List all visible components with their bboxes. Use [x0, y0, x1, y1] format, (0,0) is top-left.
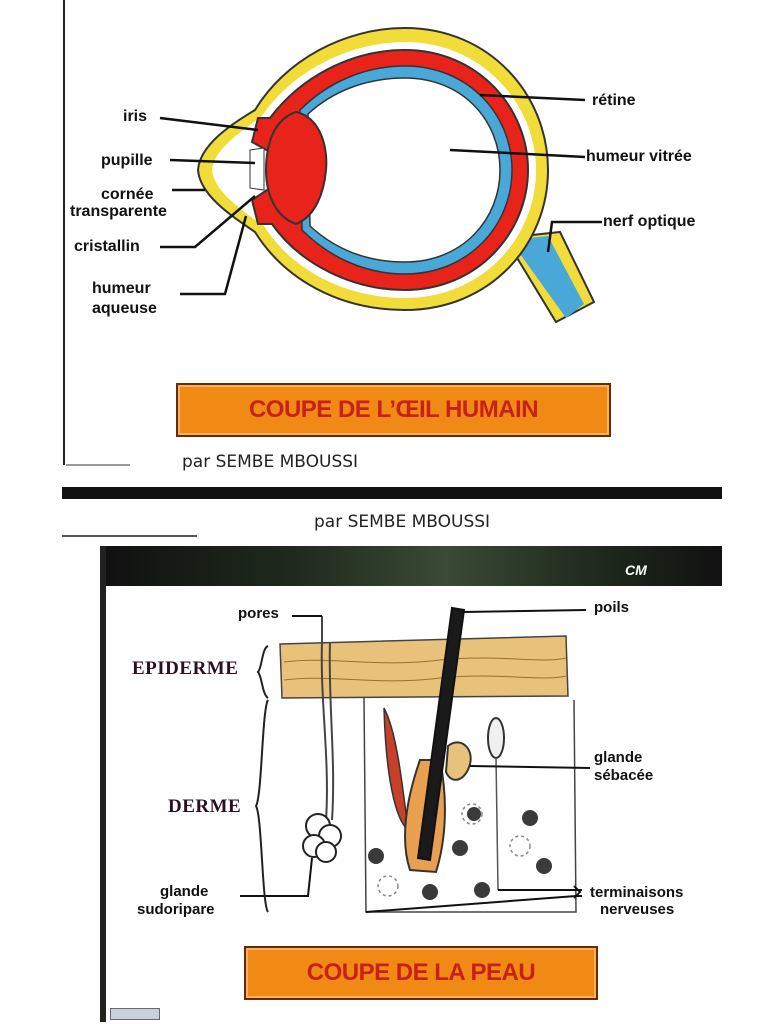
layer-epiderme: EPIDERME — [132, 658, 239, 679]
optic-nerve-blue — [510, 236, 584, 318]
label-poils: poils — [594, 599, 630, 616]
sweat-gland — [302, 813, 342, 863]
skin-header-tag: CM — [625, 562, 647, 578]
label-glande-sudoripare-line1: glande — [160, 883, 209, 900]
nerve-capsule — [487, 717, 505, 759]
label-nerf-optique: nerf optique — [603, 213, 696, 230]
section-separator — [62, 487, 722, 499]
arrector-muscle — [383, 707, 409, 832]
skin-title: COUPE DE LA PEAU — [306, 959, 536, 986]
epidermis — [279, 635, 569, 699]
eye-title-banner: COUPE DE L’ŒIL HUMAIN — [176, 383, 611, 437]
label-pores: pores — [238, 605, 279, 622]
vitreous-humor — [307, 77, 501, 263]
eye-frame-left-edge — [63, 0, 65, 465]
skin-top-rule — [62, 535, 197, 537]
label-retine: rétine — [592, 92, 636, 109]
skin-credit: par SEMBE MBOUSSI — [314, 512, 491, 532]
label-humeur-aqueuse-line2: aqueuse — [92, 300, 157, 317]
sweat-duct — [320, 616, 328, 821]
label-pupille: pupille — [101, 152, 153, 169]
label-cornee-line1: cornée — [101, 186, 154, 203]
skin-header-bar — [106, 546, 722, 586]
lens — [264, 110, 328, 226]
label-humeur-vitree: humeur vitrée — [586, 148, 692, 165]
label-glande-sudoripare-line2: sudoripare — [137, 901, 215, 918]
label-glande-sebacee-line1: glande — [594, 749, 643, 766]
label-cornee-line2: transparente — [70, 203, 167, 220]
layer-derme: DERME — [168, 796, 242, 817]
sebaceous-gland — [444, 741, 472, 781]
skin-footer-logo — [110, 1008, 160, 1020]
pupil — [249, 147, 265, 191]
eye-credit: par SEMBE MBOUSSI — [182, 452, 359, 472]
label-terminaisons-line2: nerveuses — [600, 901, 675, 918]
label-glande-sebacee-line2: sébacée — [594, 767, 654, 784]
label-iris: iris — [123, 108, 148, 125]
hair-shaft — [416, 606, 466, 862]
label-cristallin: cristallin — [74, 238, 140, 255]
dermis-outline — [363, 697, 577, 913]
eye-bottom-rule — [66, 464, 130, 466]
skin-title-banner: COUPE DE LA PEAU — [244, 946, 598, 1000]
label-humeur-aqueuse-line1: humeur — [92, 280, 151, 297]
eye-title: COUPE DE L’ŒIL HUMAIN — [248, 396, 539, 423]
label-terminaisons-line1: terminaisons — [590, 884, 684, 901]
eye-diagram — [159, 26, 602, 324]
